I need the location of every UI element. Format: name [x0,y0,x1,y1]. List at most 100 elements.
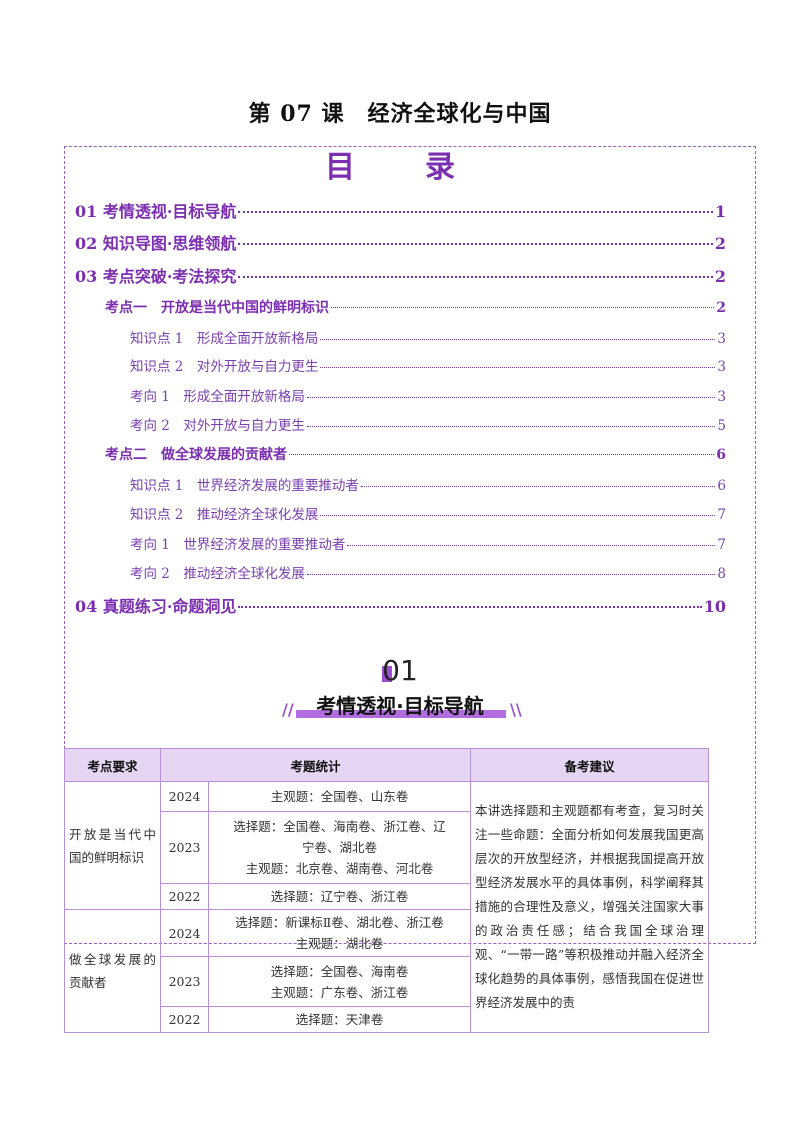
toc-entry-text: 03 考点突破·考法探究 [75,267,237,286]
toc-entry-text: 考点二 做全球发展的贡献者 [105,447,287,463]
table-row: 2022 选择题：天津卷 [65,1006,709,1033]
year-cell: 2023 [160,956,209,1007]
toc-entry[interactable]: 知识点 1 形成全面开放新格局 3 [130,327,726,347]
toc-entry-text: 考点一 开放是当代中国的鲜明标识 [105,300,329,316]
toc-entry-text: 知识点 1 世界经济发展的重要推动者 [130,478,359,494]
slash-decoration-left: // [282,700,294,719]
toc-entry-page: 8 [717,566,726,582]
toc-leader [306,574,716,575]
toc-entry-text: 考向 1 世界经济发展的重要推动者 [130,537,346,553]
toc-entry[interactable]: 考向 1 形成全面开放新格局 3 [130,385,726,405]
stats-cell: 选择题：新课标Ⅱ卷、湖北卷、浙江卷 主观题：湖北卷 [207,909,472,957]
toc-leader [320,367,716,368]
section-title-highlight [296,710,506,718]
toc-entry[interactable]: 04 真题练习·命题洞见 10 [75,593,726,617]
toc-entry[interactable]: 考点一 开放是当代中国的鲜明标识 2 [105,297,726,317]
toc-entry-page: 10 [703,597,726,616]
topic-cell: 开放是当代中国的鲜明标识 [64,781,161,910]
toc-entry-page: 2 [714,267,726,286]
toc-entry-page: 2 [714,234,726,253]
toc-entry[interactable]: 知识点 2 对外开放与自力更生 3 [130,355,726,375]
toc-entry-text: 04 真题练习·命题洞见 [75,597,237,616]
toc-leader [238,276,713,278]
toc-entry-page: 5 [717,418,726,434]
table-row: 2022 选择题：辽宁卷、浙江卷 [65,883,709,910]
section-title: 考情透视·目标导航 [316,694,484,718]
toc-entry-page: 6 [717,478,726,494]
table-row: 做全球发展的贡献者 2024 选择题：新课标Ⅱ卷、湖北卷、浙江卷 主观题：湖北卷 [64,909,709,1033]
toc-entry[interactable]: 知识点 2 推动经济全球化发展 7 [130,503,726,523]
stats-line: 选择题：辽宁卷、浙江卷 [270,889,409,904]
toc-entry-page: 3 [717,359,726,375]
toc-leader [320,339,716,340]
year-cell: 2023 [160,811,209,884]
header-advice: 备考建议 [470,748,710,782]
toc-entry-page: 3 [717,331,726,347]
stats-cell: 主观题：全国卷、山东卷 [207,781,472,812]
toc-entry[interactable]: 考向 2 对外开放与自力更生 5 [130,414,726,434]
toc-entry-page: 3 [717,389,726,405]
toc-leader [238,243,713,245]
table-row: 2023 选择题：全国卷、海南卷 主观题：广东卷、浙江卷 [65,956,709,1007]
advice-cell: 本讲选择题和主观题都有考查，复习时关注一些命题：全面分析如何发展我国更高层次的开… [470,781,710,1033]
toc-entry-page: 7 [717,507,726,523]
toc-leader [320,515,716,516]
stats-line: 主观题：北京卷、湖南卷、河北卷 [245,861,434,876]
table-header-row: 考点要求 考题统计 备考建议 [64,748,710,782]
stats-line: 宁卷、湖北卷 [302,840,378,855]
toc-entry-text: 考向 2 推动经济全球化发展 [130,566,305,582]
toc-leader [238,606,702,608]
toc-entry-text: 02 知识导图·思维领航 [75,234,237,253]
stats-line: 主观题：全国卷、山东卷 [270,789,409,804]
toc-leader [306,397,716,398]
toc-entry[interactable]: 考向 2 推动经济全球化发展 8 [130,562,726,582]
stats-line: 主观题：广东卷、浙江卷 [270,984,409,1000]
topic-cell: 做全球发展的贡献者 [64,909,161,1033]
toc-entry[interactable]: 01 考情透视·目标导航 1 [75,198,726,222]
stats-cell: 选择题：天津卷 [207,1006,472,1033]
table-row: 开放是当代中国的鲜明标识 2024 主观题：全国卷、山东卷 本讲选择题和主观题都… [64,781,710,1033]
header-requirement: 考点要求 [64,748,161,782]
stats-line: 主观题：湖北卷 [295,936,384,951]
toc-entry-text: 知识点 2 推动经济全球化发展 [130,507,319,523]
toc-leader [238,211,713,213]
toc-entry-text: 考向 2 对外开放与自力更生 [130,418,305,434]
stats-line: 选择题：天津卷 [295,1012,384,1027]
toc-leader [289,454,715,455]
year-cell: 2022 [160,883,209,910]
toc-entry-page: 1 [714,202,726,221]
toc-entry-text: 知识点 1 形成全面开放新格局 [130,331,319,347]
stats-line: 选择题：新课标Ⅱ卷、湖北卷、浙江卷 [235,915,444,930]
stats-cell: 选择题：全国卷、海南卷、浙江卷、辽 宁卷、湖北卷 主观题：北京卷、湖南卷、河北卷 [207,811,472,884]
toc-entry[interactable]: 知识点 1 世界经济发展的重要推动者 6 [130,474,726,494]
toc-entry[interactable]: 考点二 做全球发展的贡献者 6 [105,444,726,464]
slash-decoration-right: \\ [510,700,522,719]
toc-leader [306,426,716,427]
toc-entry[interactable]: 03 考点突破·考法探究 2 [75,263,726,287]
toc-heading: 目 录 [325,150,475,185]
toc-entry-page: 2 [716,300,726,316]
section-number: 01 [382,654,418,687]
toc-entry-text: 知识点 2 对外开放与自力更生 [130,359,319,375]
stats-cell: 选择题：全国卷、海南卷 主观题：广东卷、浙江卷 [207,956,472,1007]
toc-entry-text: 01 考情透视·目标导航 [75,202,237,221]
toc-entry-text: 考向 1 形成全面开放新格局 [130,389,305,405]
year-cell: 2024 [160,781,209,812]
toc-leader [347,545,716,546]
section-number-accent [382,666,392,682]
stats-line: 选择题：全国卷、海南卷、浙江卷、辽 [233,819,446,834]
page-title: 第 07 课 经济全球化与中国 [248,101,552,127]
header-statistics: 考题统计 [159,748,472,782]
toc-entry[interactable]: 02 知识导图·思维领航 2 [75,230,726,254]
table-row: 2023 选择题：全国卷、海南卷、浙江卷、辽 宁卷、湖北卷 主观题：北京卷、湖南… [65,811,709,884]
exam-analysis-table: 考点要求 考题统计 备考建议 开放是当代中国的鲜明标识 2024 主观题：全国卷… [64,748,710,1033]
year-cell: 2024 [160,909,209,957]
toc-leader [360,486,716,487]
stats-line: 选择题：全国卷、海南卷 [270,963,409,979]
year-cell: 2022 [160,1006,209,1033]
stats-cell: 选择题：辽宁卷、浙江卷 [207,883,472,910]
toc-entry-page: 7 [717,537,726,553]
toc-entry[interactable]: 考向 1 世界经济发展的重要推动者 7 [130,533,726,553]
toc-entry-page: 6 [716,447,726,463]
toc-leader [331,307,715,308]
